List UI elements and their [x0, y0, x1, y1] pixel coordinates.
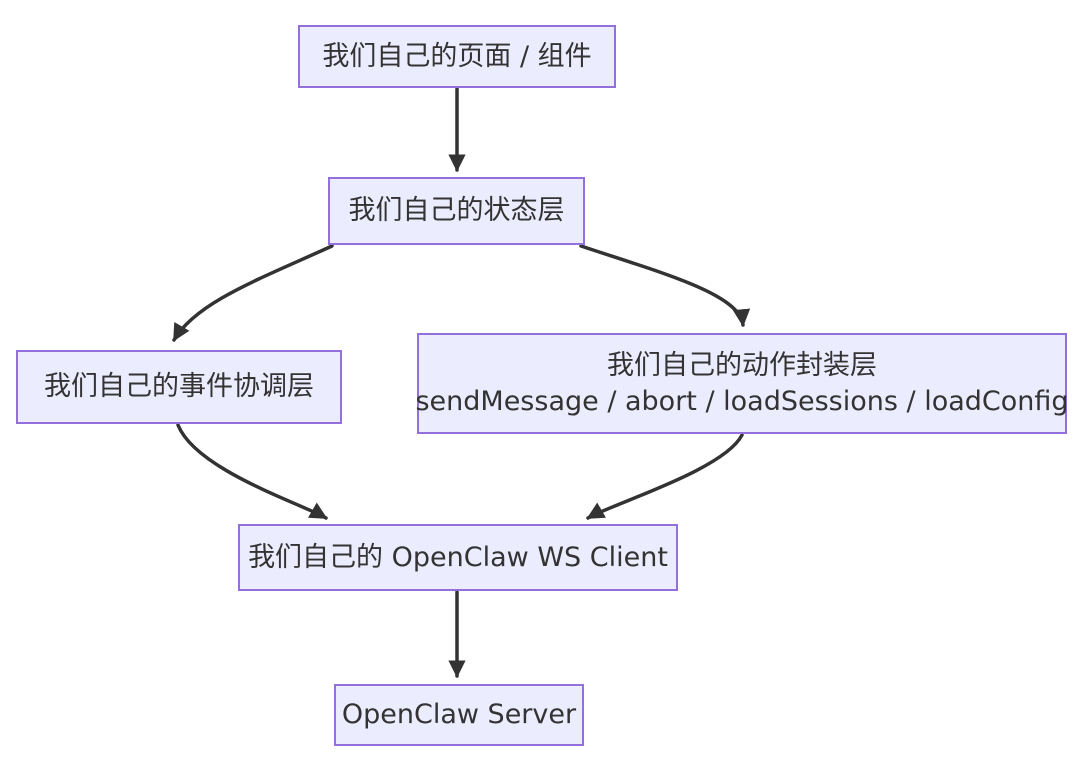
node-event-coordination-layer-label: 我们自己的事件协调层 [44, 371, 314, 403]
node-openclaw-ws-client-label: 我们自己的 OpenClaw WS Client [248, 541, 668, 573]
node-openclaw-server: OpenClaw Server [334, 684, 584, 746]
edge-state-to-event [172, 244, 334, 342]
node-action-wrapper-layer-sublabel: sendMessage / abort / loadSessions / loa… [415, 385, 1069, 417]
node-page-component: 我们自己的页面 / 组件 [298, 25, 616, 88]
node-state-layer: 我们自己的状态层 [328, 177, 585, 245]
node-action-wrapper-layer: 我们自己的动作封装层 sendMessage / abort / loadSes… [415, 333, 1069, 434]
edge-action-to-ws [586, 433, 744, 520]
node-event-coordination-layer: 我们自己的事件协调层 [16, 350, 342, 424]
node-page-component-label: 我们自己的页面 / 组件 [322, 40, 592, 72]
node-state-layer-label: 我们自己的状态层 [348, 195, 565, 227]
edge-event-to-ws [176, 423, 328, 520]
node-openclaw-server-label: OpenClaw Server [341, 699, 577, 731]
node-openclaw-ws-client: 我们自己的 OpenClaw WS Client [238, 524, 678, 591]
node-action-wrapper-layer-label: 我们自己的动作封装层 [607, 350, 877, 382]
edge-state-to-action [579, 244, 751, 327]
